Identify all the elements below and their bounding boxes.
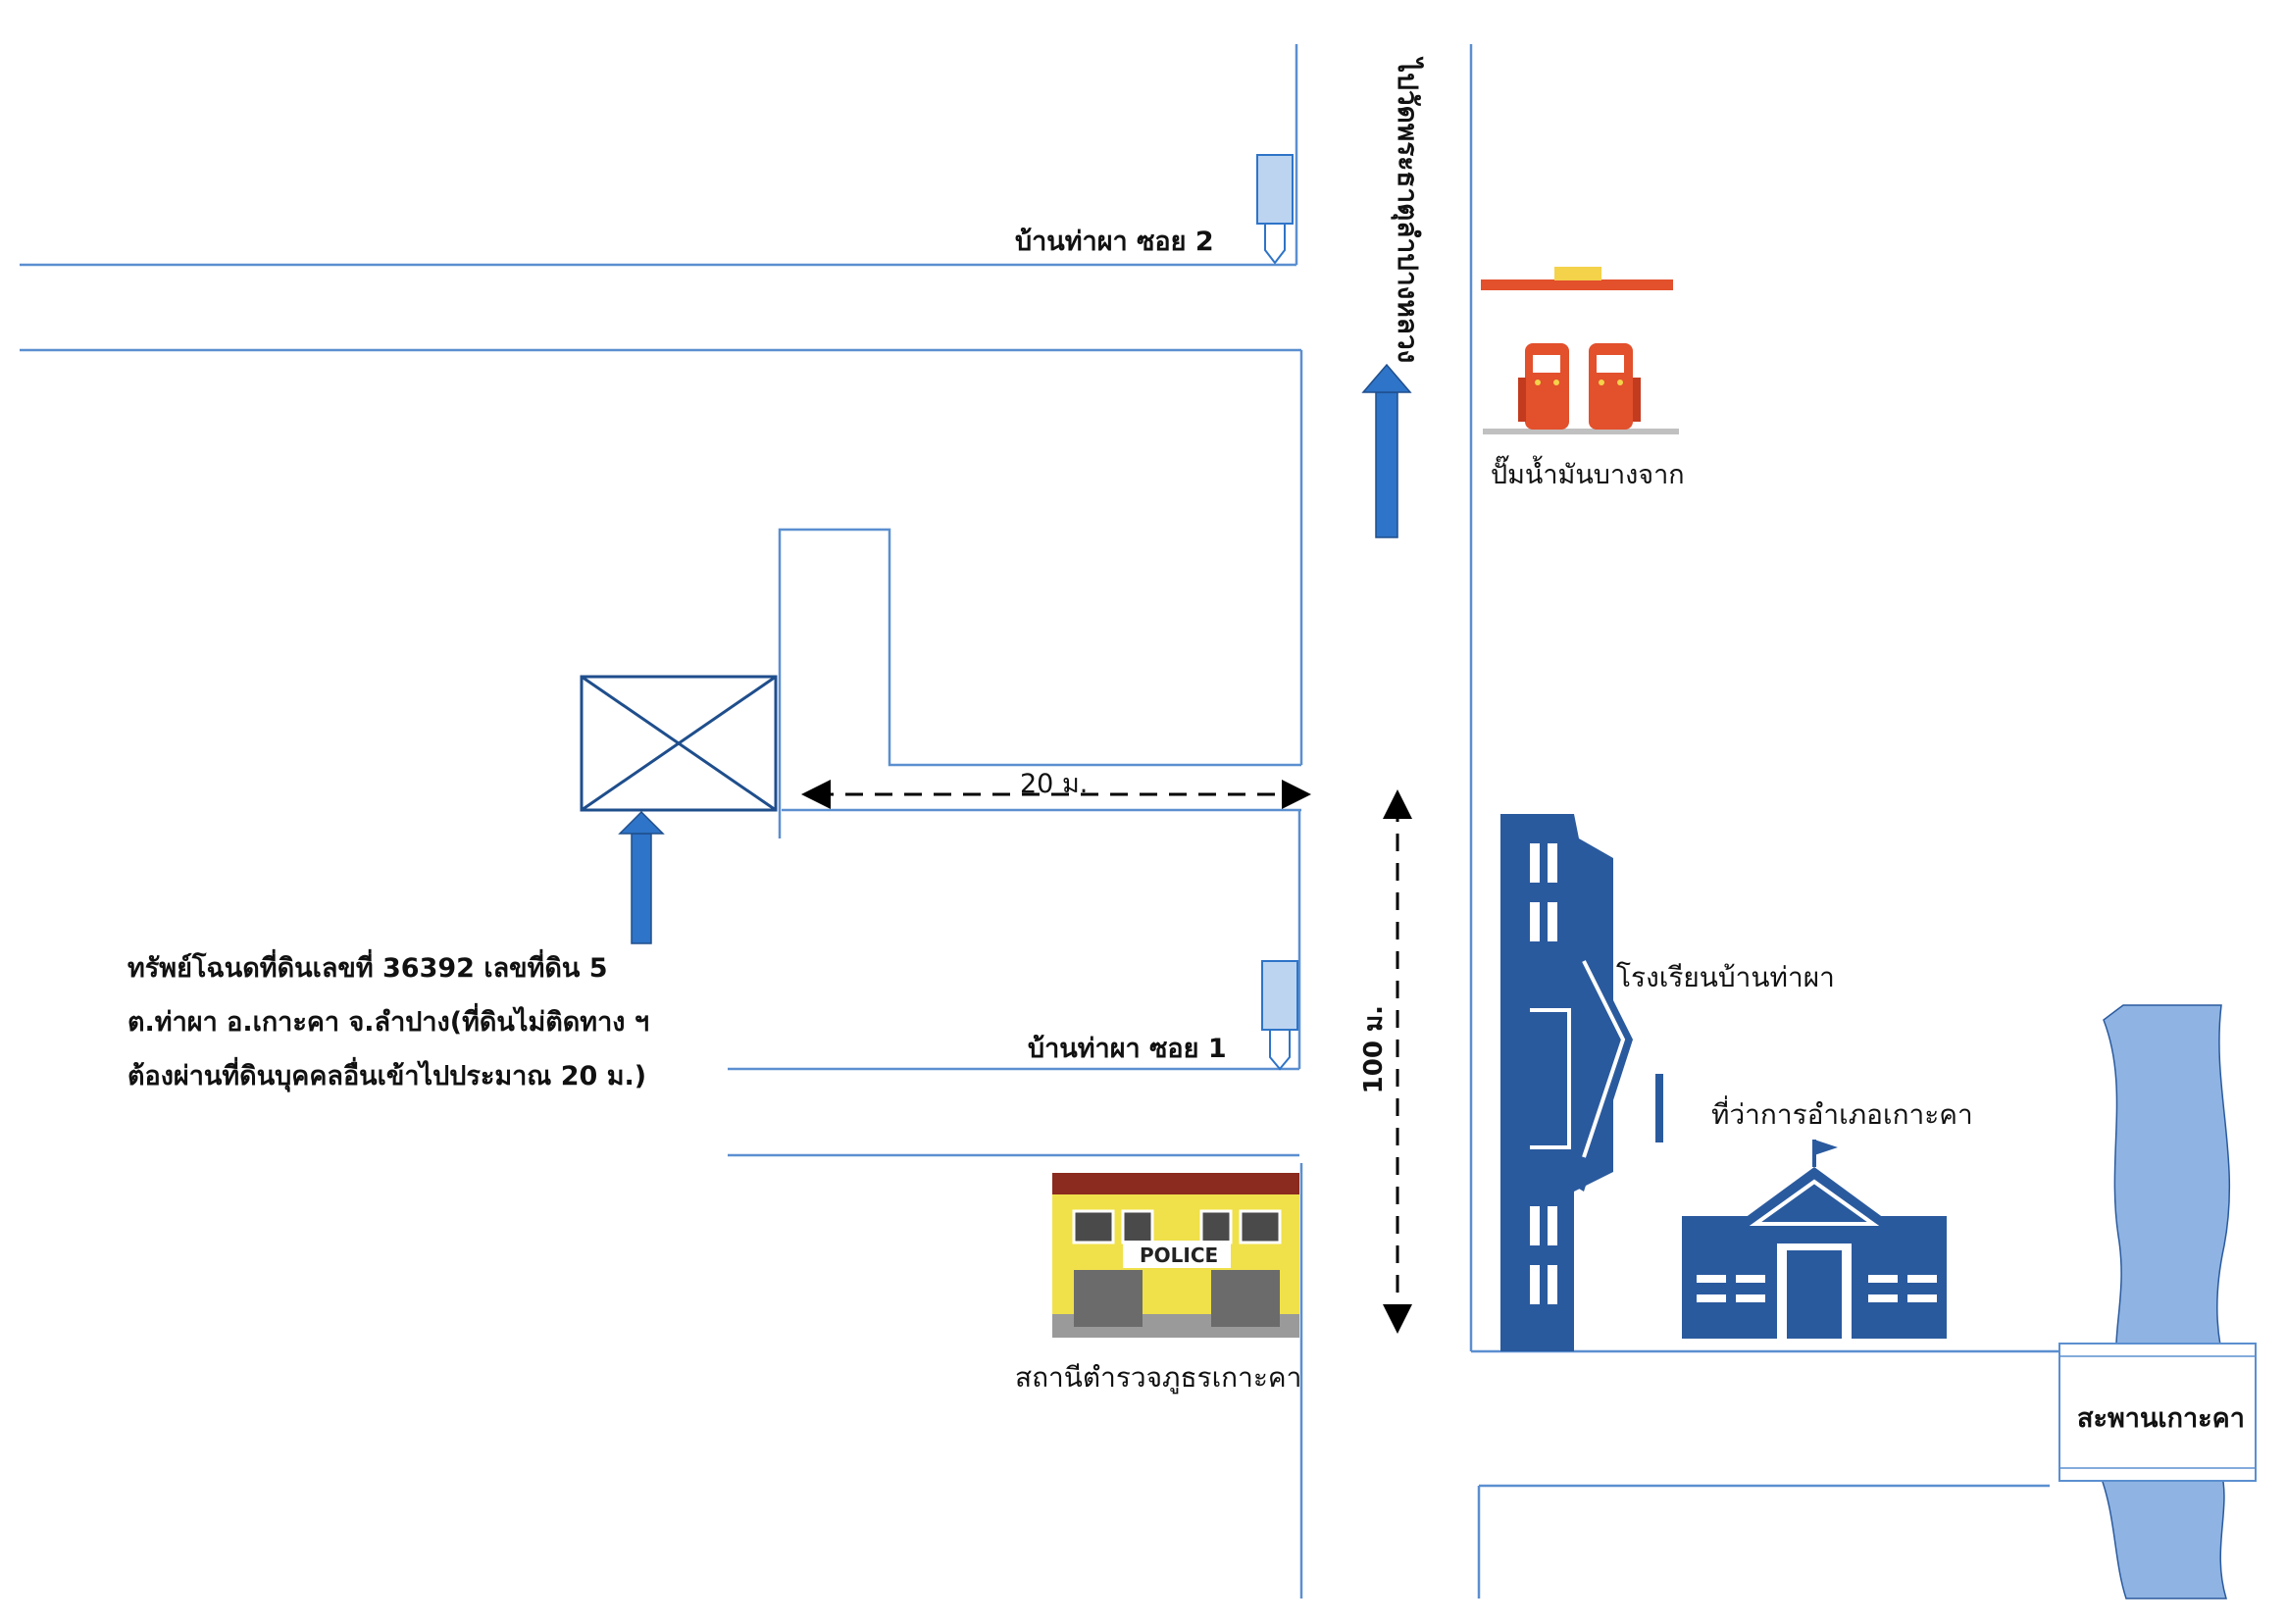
- gas-station-label: ปั๊มน้ำมันบางจาก: [1491, 460, 1685, 490]
- distance-20m-label: 20 ม.: [1020, 769, 1089, 799]
- police-sign: POLICE: [1140, 1243, 1219, 1267]
- direction-arrow-north: [1361, 363, 1412, 538]
- soi2-label: บ้านท่าผา ซอย 2: [1015, 227, 1214, 257]
- school-building-icon: [1500, 814, 1663, 1351]
- property-pointer-arrow: [618, 810, 665, 944]
- police-station-icon: [1052, 1173, 1299, 1338]
- property-description-line3: ต้องผ่านที่ดินบุคคลอื่นเข้าไปประมาณ 20 ม…: [127, 1061, 647, 1091]
- soi1-marker: [1261, 960, 1298, 1071]
- river: [2097, 1004, 2231, 1599]
- main-road-direction-label: ไปวัดพระธาตุลำปางหลวง: [1392, 59, 1424, 364]
- district-office-icon: [1682, 1140, 1947, 1339]
- property-description-line2: ต.ท่าผา อ.เกาะคา จ.ลำปาง(ที่ดินไม่ติดทาง…: [127, 1007, 650, 1038]
- school-label: โรงเรียนบ้านท่าผา: [1616, 961, 1835, 993]
- bridge-label: สะพานเกาะคา: [2077, 1403, 2245, 1434]
- soi1-label: บ้านท่าผา ซอย 1: [1028, 1034, 1227, 1064]
- distance-100m-label: 100 ม.: [1359, 1005, 1389, 1094]
- gas-station-icon: [1481, 267, 1679, 434]
- police-station-label: สถานีตำรวจภูธรเกาะคา: [1015, 1361, 1302, 1394]
- soi2-marker: [1256, 154, 1294, 265]
- property-description-line1: ทรัพย์โฉนดที่ดินเลขที่ 36392 เลขที่ดิน 5: [127, 953, 608, 984]
- bridge: [2058, 1343, 2257, 1482]
- district-office-label: ที่ว่าการอำเภอเกาะคา: [1711, 1098, 1973, 1131]
- property-plot: [580, 675, 778, 812]
